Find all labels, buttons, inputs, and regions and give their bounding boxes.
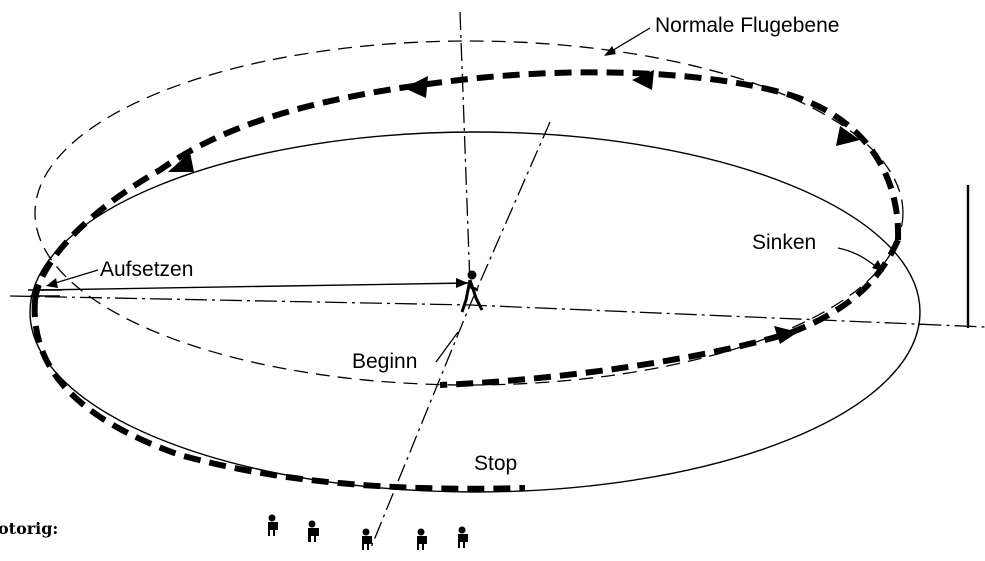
pilot-icon	[460, 270, 484, 313]
flight-plane-leader	[609, 27, 651, 53]
touchdown-mark	[28, 289, 62, 297]
flight-path-upper	[32, 69, 902, 301]
spectator-icon	[362, 528, 372, 550]
flight-path-descent	[439, 238, 901, 388]
spectator-icon	[308, 520, 319, 542]
flight-plane-leader-arrow	[604, 46, 616, 56]
radial-axis	[369, 121, 551, 551]
label-normal-flight-plane: Normale Flugebene	[655, 14, 839, 37]
direction-arrow-top-left	[168, 152, 194, 172]
direction-arrow-top	[404, 76, 428, 98]
direction-arrow-right-lower	[774, 326, 798, 344]
spectator-icon	[268, 514, 278, 536]
direction-arrow-right-upper	[836, 126, 860, 146]
spectator-icon	[417, 528, 427, 550]
flight-path-landing	[31, 299, 526, 492]
label-stop: Stop	[474, 452, 517, 475]
vertical-axis	[459, 11, 471, 286]
begin-leader	[435, 331, 459, 363]
label-begin: Beginn	[352, 350, 417, 373]
touchdown-leader-arrow	[46, 278, 58, 288]
label-sinking: Sinken	[752, 231, 816, 254]
touchdown-radius-line	[39, 282, 469, 291]
label-touchdown: Aufsetzen	[100, 258, 193, 281]
spectator-icon	[458, 526, 468, 548]
ground-circle-ellipse	[29, 131, 921, 493]
direction-arrow-top-right	[632, 70, 654, 90]
sinking-leader-arrow	[872, 260, 884, 272]
touchdown-leader	[51, 269, 99, 285]
normal-flight-plane-ellipse	[34, 40, 904, 386]
sinking-leader	[837, 247, 879, 269]
touchdown-radius-arrow	[456, 278, 468, 288]
footer-label-fragment: otorig:	[0, 519, 58, 538]
